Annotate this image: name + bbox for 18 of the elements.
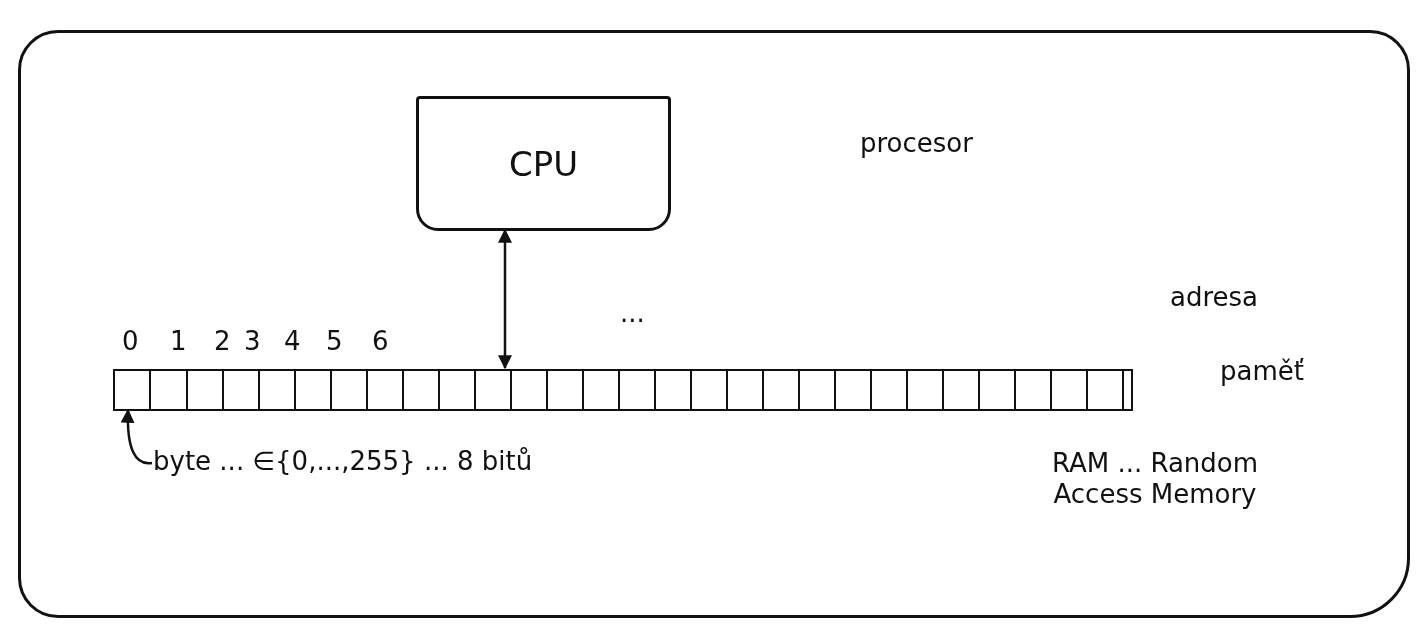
label: adresa [1170,282,1259,314]
ellipsis: ... [620,298,645,330]
memory-bar [113,369,1133,411]
label: procesor [860,128,973,160]
label: paměť [1220,356,1304,388]
address-number: 5 [326,326,343,358]
arrow [120,408,153,465]
address-number: 6 [372,326,389,358]
address-number: 0 [122,326,139,358]
address-number: 3 [244,326,261,358]
cpu-box: CPU [416,96,671,231]
note-text: byte ... ∈{0,...,255} ... 8 bitů [153,446,833,486]
outline-box [18,30,1410,618]
label: RAM ... Random Access Memory [1050,448,1260,511]
address-number: 4 [284,326,301,358]
address-number: 2 [214,326,231,358]
arrow [498,228,512,370]
address-number: 1 [170,326,187,358]
